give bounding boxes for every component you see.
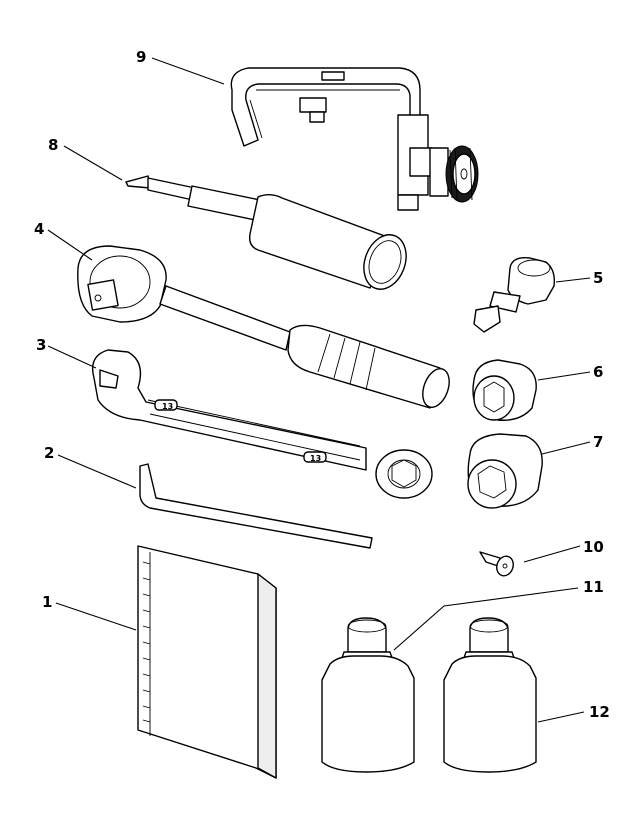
part-5-socket-adapter xyxy=(473,257,556,333)
leader-line-7 xyxy=(541,441,591,455)
wrench-size-mark-1: 13 xyxy=(162,402,173,411)
part-1-manual xyxy=(137,545,277,779)
callout-11: 11 xyxy=(583,578,604,596)
leader-line-6 xyxy=(537,371,591,381)
part-7-socket-large xyxy=(467,433,543,509)
callout-7: 7 xyxy=(593,433,603,451)
part-3-combination-wrench: 13 13 xyxy=(91,349,433,499)
callout-9: 9 xyxy=(136,48,146,66)
callout-8: 8 xyxy=(48,136,58,154)
leader-line-11 xyxy=(393,587,579,651)
part-10-screw xyxy=(479,551,514,577)
callout-3: 3 xyxy=(36,336,46,354)
part-6-socket-small xyxy=(472,359,537,421)
leader-line-12 xyxy=(537,711,585,723)
part-8-screwdriver xyxy=(125,175,407,290)
part-4-ratchet-handle xyxy=(77,245,450,409)
leader-line-9 xyxy=(151,57,225,85)
callout-5: 5 xyxy=(593,269,603,287)
leader-line-4 xyxy=(47,229,93,261)
part-2-hex-key xyxy=(139,463,373,549)
callout-12: 12 xyxy=(589,703,610,721)
leader-lines xyxy=(47,57,591,723)
callout-labels: 9 8 4 3 2 1 5 6 7 10 11 12 xyxy=(34,48,610,721)
callout-6: 6 xyxy=(593,363,603,381)
leader-line-1 xyxy=(55,602,137,631)
callout-4: 4 xyxy=(34,220,44,238)
wrench-size-mark-2: 13 xyxy=(310,454,321,463)
callout-10: 10 xyxy=(583,538,604,556)
leader-line-8 xyxy=(63,145,123,181)
leader-line-2 xyxy=(57,454,137,489)
leader-line-3 xyxy=(47,345,97,369)
leader-line-10 xyxy=(523,545,581,563)
part-9-bracket-clamp xyxy=(230,67,479,211)
callout-2: 2 xyxy=(44,444,54,462)
leader-line-5 xyxy=(555,277,591,283)
callout-1: 1 xyxy=(42,593,52,611)
part-11-bottle xyxy=(321,617,415,773)
part-12-bottle xyxy=(443,617,537,773)
